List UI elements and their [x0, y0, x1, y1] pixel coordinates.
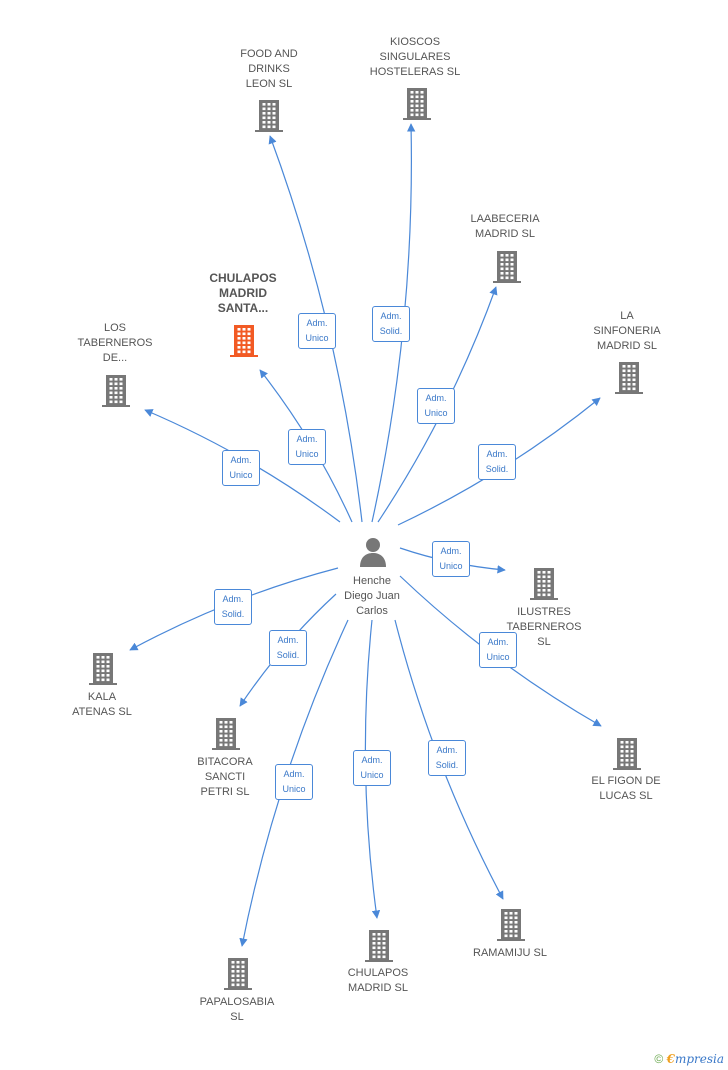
company-node-food-and-drinks[interactable] — [255, 98, 283, 132]
center-person-name: Henche Diego Juan Carlos — [344, 575, 400, 617]
company-name[interactable]: LOS TABERNEROS DE... — [77, 322, 153, 364]
building-icon — [497, 909, 525, 941]
company-name[interactable]: BITACORA SANCTI PETRI SL — [197, 756, 253, 798]
role-label: Adm. Unico — [417, 388, 455, 424]
building-icon — [530, 568, 558, 600]
company-name[interactable]: KIOSCOS SINGULARES HOSTELERAS SL — [369, 36, 461, 78]
brand-logo[interactable]: €mpresia — [666, 1052, 724, 1066]
role-label: Adm. Unico — [275, 764, 313, 800]
building-icon — [102, 375, 130, 407]
building-icon — [230, 325, 258, 357]
company-node-chulapos-madrid[interactable] — [365, 928, 393, 962]
copyright-symbol: © — [654, 1052, 664, 1066]
company-node-papalosabia[interactable] — [224, 956, 252, 990]
building-icon — [89, 653, 117, 685]
company-node-laabeceria[interactable] — [493, 249, 521, 283]
role-label: Adm. Solid. — [372, 306, 410, 342]
role-label: Adm. Solid. — [214, 589, 252, 625]
company-name[interactable]: LA SINFONERIA MADRID SL — [593, 310, 661, 352]
building-icon — [224, 958, 252, 990]
company-name[interactable]: PAPALOSABIA SL — [199, 996, 275, 1023]
building-icon — [365, 930, 393, 962]
company-node-bitacora[interactable] — [212, 716, 240, 750]
company-name[interactable]: KALA ATENAS SL — [72, 691, 132, 718]
building-icon — [615, 362, 643, 394]
person-icon — [360, 538, 386, 567]
company-name[interactable]: ILUSTRES TABERNEROS SL — [506, 606, 582, 648]
footer-brand: © €mpresia — [654, 1052, 724, 1066]
company-node-la-sinfoneria[interactable] — [615, 360, 643, 394]
company-node-kala-atenas[interactable] — [89, 651, 117, 685]
company-name[interactable]: CHULAPOS MADRID SANTA... — [209, 271, 277, 315]
company-node-kioscos[interactable] — [403, 86, 431, 120]
company-name[interactable]: EL FIGON DE LUCAS SL — [591, 775, 661, 802]
company-name[interactable]: LAABECERIA MADRID SL — [470, 213, 540, 240]
role-label: Adm. Unico — [432, 541, 470, 577]
company-name[interactable]: CHULAPOS MADRID SL — [347, 967, 409, 994]
company-node-los-taberneros[interactable] — [102, 373, 130, 407]
company-node-el-figon[interactable] — [613, 736, 641, 770]
role-label: Adm. Unico — [353, 750, 391, 786]
company-node-chulapos-santa[interactable] — [230, 323, 258, 357]
building-icon — [212, 718, 240, 750]
building-icon — [493, 251, 521, 283]
role-label: Adm. Unico — [298, 313, 336, 349]
company-node-ilustres[interactable] — [530, 566, 558, 600]
role-label: Adm. Unico — [479, 632, 517, 668]
building-icon — [613, 738, 641, 770]
role-label: Adm. Solid. — [269, 630, 307, 666]
role-label: Adm. Unico — [288, 429, 326, 465]
role-label: Adm. Unico — [222, 450, 260, 486]
company-node-ramamiju[interactable] — [497, 907, 525, 941]
role-label: Adm. Solid. — [478, 444, 516, 480]
role-label: Adm. Solid. — [428, 740, 466, 776]
center-person-node[interactable]: Henche Diego Juan Carlos — [322, 536, 422, 626]
building-icon — [403, 88, 431, 120]
company-name[interactable]: RAMAMIJU SL — [473, 947, 547, 959]
company-name[interactable]: FOOD AND DRINKS LEON SL — [240, 48, 298, 90]
building-icon — [255, 100, 283, 132]
